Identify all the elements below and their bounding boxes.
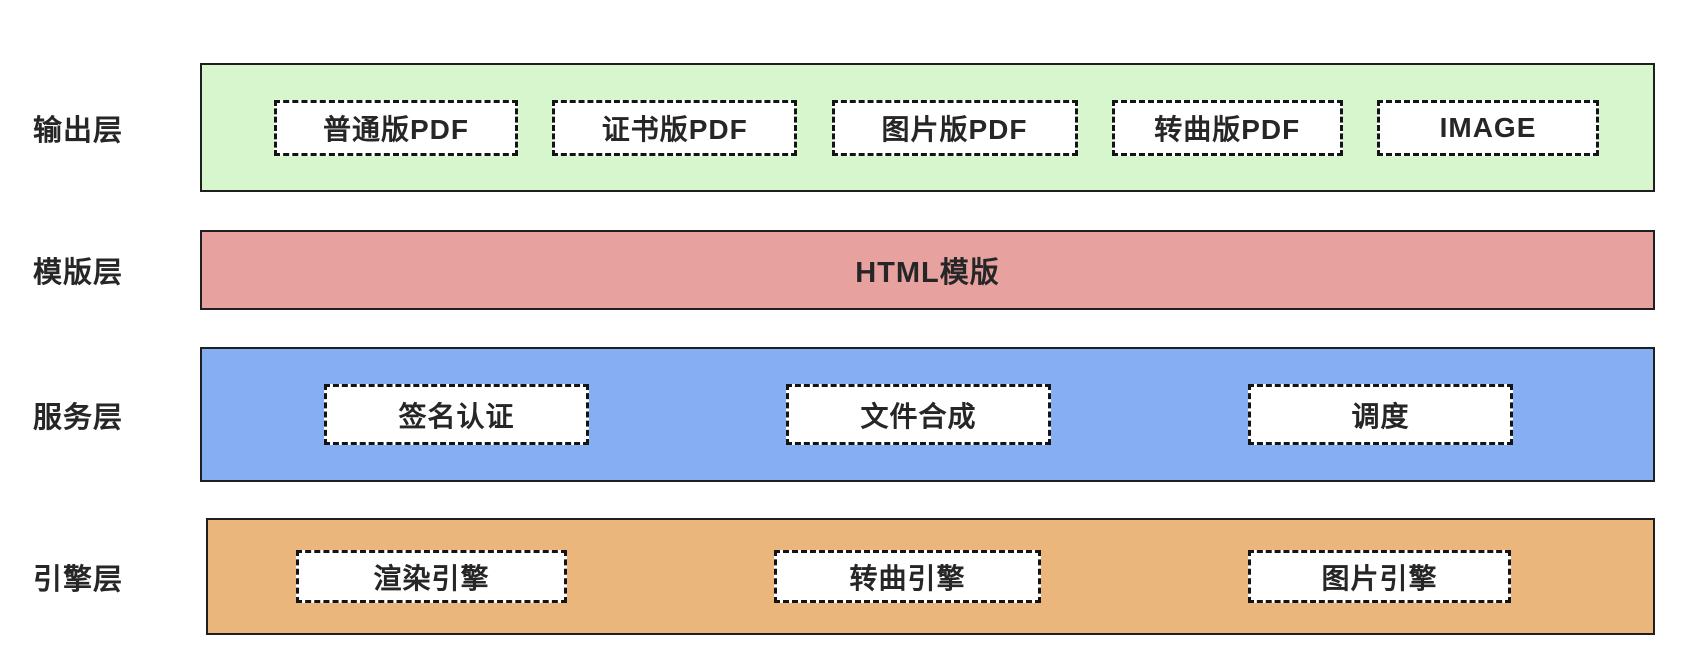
layer-label-template: 模版层 (33, 257, 124, 289)
output-box-image: IMAGE (1377, 99, 1599, 156)
engine-box-outline-engine: 转曲引擎 (774, 550, 1041, 603)
template-band-text: HTML模版 (855, 257, 1000, 289)
band-template: HTML模版 (200, 230, 1655, 310)
band-service: 签名认证 文件合成 调度 (200, 347, 1655, 482)
output-box-normal-pdf: 普通版PDF (274, 99, 518, 156)
layer-row-service: 服务层 签名认证 文件合成 调度 (0, 347, 1708, 482)
output-box-certificate-pdf: 证书版PDF (552, 99, 798, 156)
output-box-image-pdf: 图片版PDF (831, 99, 1078, 156)
service-box-signature-auth: 签名认证 (324, 384, 589, 445)
service-box-scheduling: 调度 (1248, 384, 1513, 445)
engine-box-render-engine: 渲染引擎 (296, 550, 567, 603)
layer-row-template: 模版层 HTML模版 (0, 230, 1708, 310)
layer-row-output: 输出层 普通版PDF 证书版PDF 图片版PDF 转曲版PDF IMAGE (0, 63, 1708, 192)
engine-box-image-engine: 图片引擎 (1248, 550, 1511, 603)
output-box-outlined-pdf: 转曲版PDF (1111, 99, 1343, 156)
layer-label-service: 服务层 (33, 401, 124, 434)
layer-label-engine: 引擎层 (33, 563, 124, 596)
layer-row-engine: 引擎层 渲染引擎 转曲引擎 图片引擎 (0, 518, 1708, 635)
band-engine: 渲染引擎 转曲引擎 图片引擎 (206, 518, 1655, 635)
band-output: 普通版PDF 证书版PDF 图片版PDF 转曲版PDF IMAGE (200, 63, 1655, 192)
layer-label-output: 输出层 (33, 114, 124, 147)
service-box-file-compose: 文件合成 (786, 384, 1051, 445)
